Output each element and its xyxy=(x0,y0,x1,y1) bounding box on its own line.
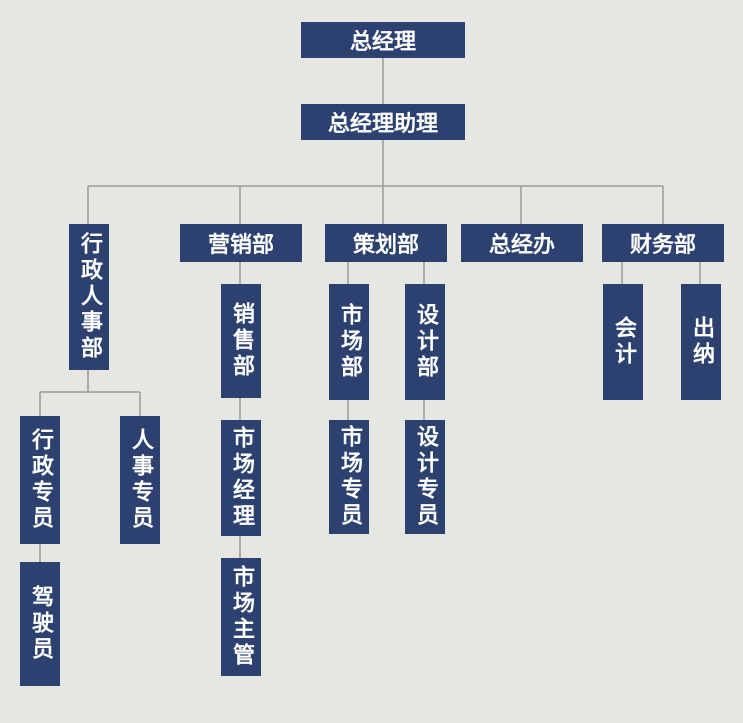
node-market-manager: 市场经理 xyxy=(221,420,261,536)
node-market-dept: 市场部 xyxy=(329,284,369,400)
node-accountant: 会计 xyxy=(603,284,643,400)
node-cashier: 出纳 xyxy=(681,284,721,400)
node-general-manager: 总经理 xyxy=(301,22,465,58)
node-market-staff: 市场专员 xyxy=(329,420,369,534)
node-design-dept: 设计部 xyxy=(405,284,445,400)
node-gm-office: 总经办 xyxy=(461,224,583,262)
node-hr-staff: 人事专员 xyxy=(120,416,160,544)
node-planning-dept: 策划部 xyxy=(325,224,447,262)
node-design-staff: 设计专员 xyxy=(405,420,445,534)
node-admin-staff: 行政专员 xyxy=(20,416,60,544)
node-gm-assistant: 总经理助理 xyxy=(301,104,465,140)
node-admin-hr-dept: 行政人事部 xyxy=(69,224,109,370)
node-marketing-dept: 营销部 xyxy=(180,224,302,262)
node-market-supervisor: 市场主管 xyxy=(221,558,261,676)
node-finance-dept: 财务部 xyxy=(602,224,724,262)
node-driver: 驾驶员 xyxy=(20,562,60,686)
node-sales-dept: 销售部 xyxy=(221,284,261,398)
